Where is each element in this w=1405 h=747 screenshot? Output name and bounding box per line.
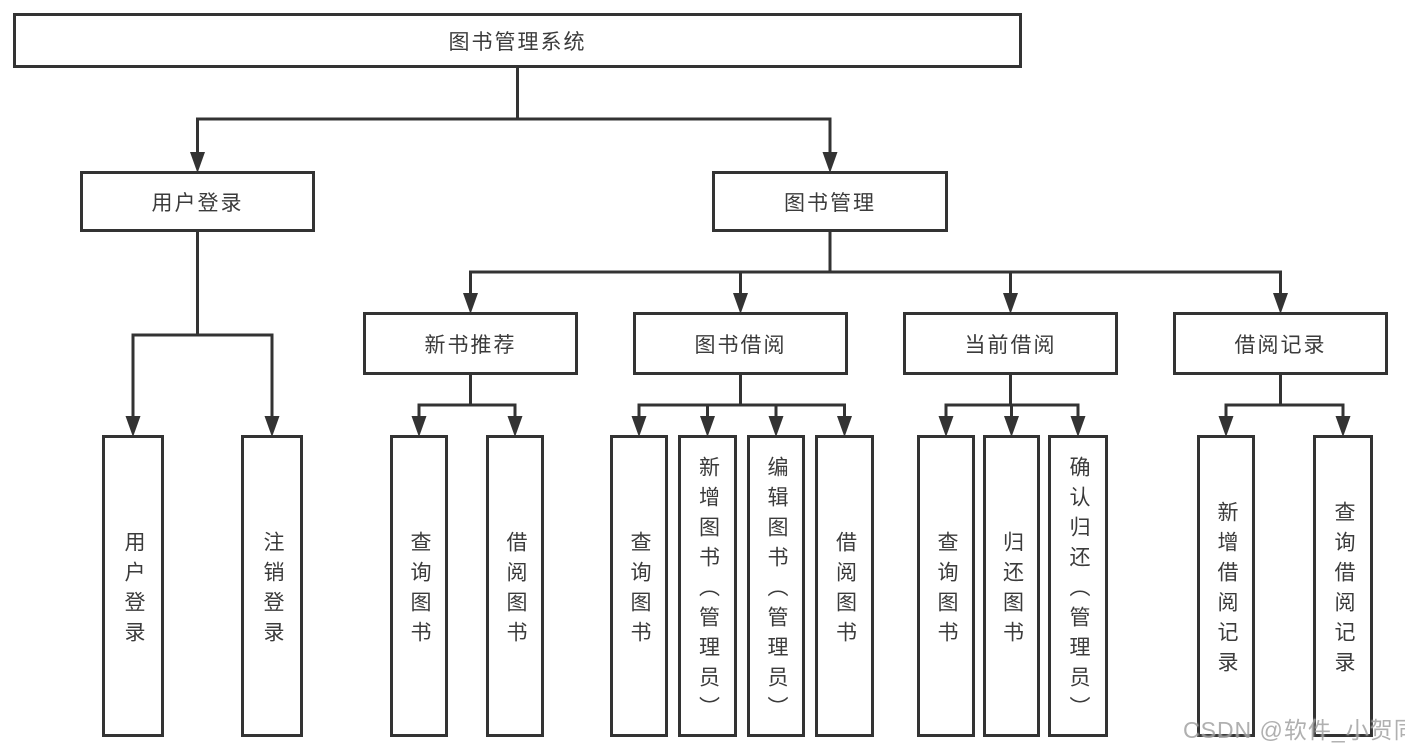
node-label: 用户登录 <box>151 191 244 215</box>
node-label: 图书借阅 <box>694 333 787 357</box>
node-label: 用户登录 <box>122 530 145 651</box>
arrowhead-icon <box>1335 416 1351 437</box>
diagram-node-bb-query: 查询图书 <box>610 435 668 737</box>
diagram-node-cb-confirm: 确认归还（管理员） <box>1048 435 1108 737</box>
node-label: 新增图书（管理员） <box>696 455 720 726</box>
node-label: 编辑图书（管理员） <box>765 455 788 726</box>
node-label: 当前借阅 <box>964 333 1057 357</box>
diagram-node-borrow: 图书借阅 <box>633 312 848 375</box>
diagram-node-cb-query: 查询图书 <box>917 435 975 737</box>
node-label: 新书推荐 <box>424 333 517 357</box>
node-label: 图书管理 <box>784 191 876 215</box>
arrowhead-icon <box>768 416 784 437</box>
arrowhead-icon <box>190 152 205 173</box>
arrowhead-icon <box>700 416 715 437</box>
node-label: 图书管理系统 <box>448 30 587 54</box>
diagram-node-cb-return: 归还图书 <box>983 435 1040 737</box>
diagram-node-nb-query: 查询图书 <box>390 435 448 737</box>
node-label: 确认归还（管理员） <box>1067 455 1090 726</box>
diagram-node-rec-query: 查询借阅记录 <box>1313 435 1373 737</box>
diagram-node-nb-borrow: 借阅图书 <box>486 435 544 737</box>
arrowhead-icon <box>938 416 954 437</box>
diagram-node-bb-edit: 编辑图书（管理员） <box>747 435 805 737</box>
watermark: CSDN @软件_小贺同学 <box>1183 717 1405 743</box>
arrowhead-icon <box>1003 293 1018 314</box>
node-label: 查询图书 <box>628 530 651 651</box>
diagram-node-mgmt: 图书管理 <box>712 171 948 232</box>
arrowhead-icon <box>1273 293 1288 314</box>
diagram-node-rec-add: 新增借阅记录 <box>1197 435 1255 737</box>
arrowhead-icon <box>411 416 427 437</box>
node-label: 查询图书 <box>408 530 431 651</box>
diagram-node-newbook: 新书推荐 <box>363 312 578 375</box>
node-label: 注销登录 <box>261 530 284 651</box>
arrowhead-icon <box>822 152 838 173</box>
arrowhead-icon <box>631 416 647 437</box>
node-label: 归还图书 <box>1000 530 1024 651</box>
arrowhead-icon <box>463 293 478 314</box>
diagram-node-logout: 注销登录 <box>241 435 303 737</box>
node-label: 借阅图书 <box>833 530 857 651</box>
node-label: 新增借阅记录 <box>1215 500 1238 681</box>
arrowhead-icon <box>837 416 852 437</box>
node-label: 借阅图书 <box>504 530 527 651</box>
diagram-node-bb-borrow: 借阅图书 <box>815 435 874 737</box>
node-label: 查询图书 <box>935 530 958 651</box>
arrowhead-icon <box>264 416 280 437</box>
arrowhead-icon <box>125 416 141 437</box>
arrowhead-icon <box>1218 416 1234 437</box>
arrowhead-icon <box>733 293 748 314</box>
diagram-node-root: 图书管理系统 <box>13 13 1022 68</box>
arrowhead-icon <box>1004 416 1019 437</box>
arrowhead-icon <box>507 416 523 437</box>
diagram-node-current: 当前借阅 <box>903 312 1118 375</box>
diagram-node-login: 用户登录 <box>80 171 315 232</box>
node-label: 借阅记录 <box>1234 333 1327 357</box>
diagram-node-user-login: 用户登录 <box>102 435 164 737</box>
diagram-node-bb-add: 新增图书（管理员） <box>678 435 737 737</box>
node-label: 查询借阅记录 <box>1332 500 1355 681</box>
arrowhead-icon <box>1070 416 1086 437</box>
diagram-node-records: 借阅记录 <box>1173 312 1388 375</box>
